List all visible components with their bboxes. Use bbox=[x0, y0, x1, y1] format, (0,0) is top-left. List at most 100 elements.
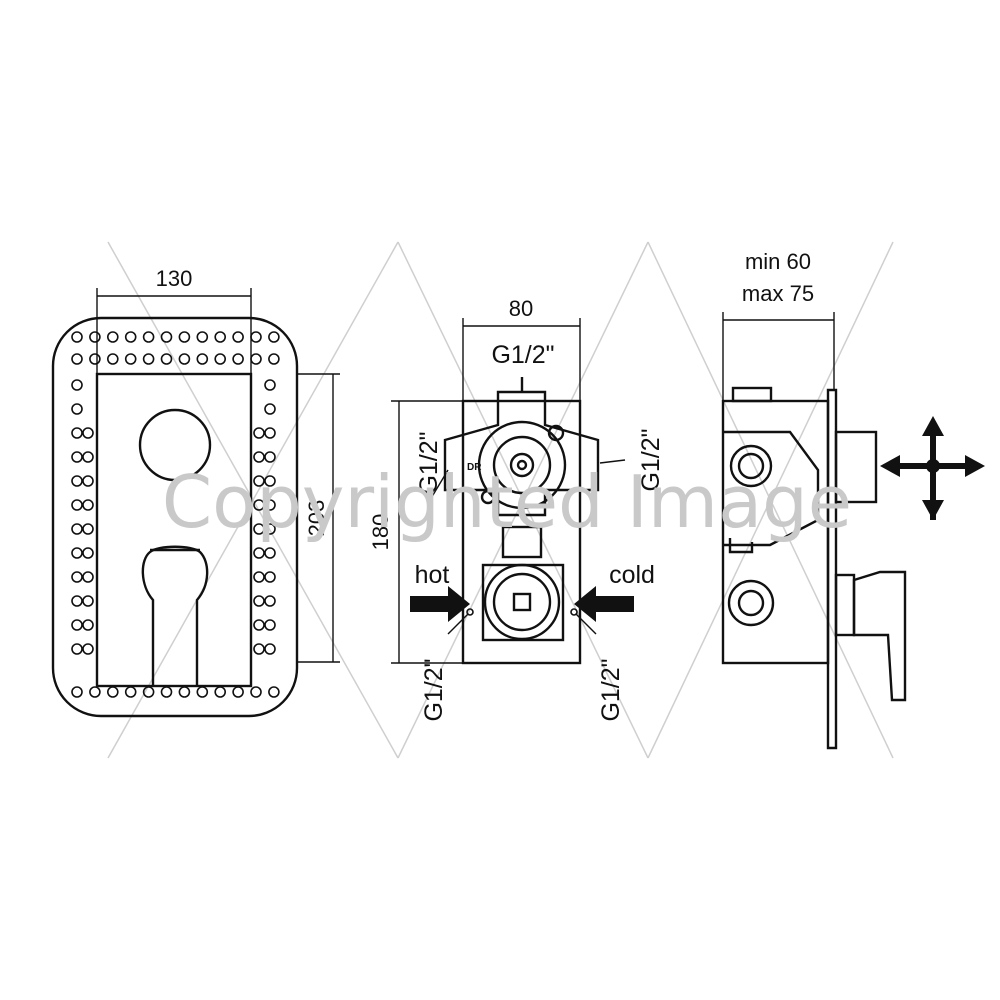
fixing-hole bbox=[71, 451, 83, 463]
side-upper-port-inner bbox=[737, 452, 765, 480]
fixing-hole bbox=[71, 523, 83, 535]
fixing-hole bbox=[107, 686, 119, 698]
fixing-hole bbox=[71, 353, 83, 365]
fixing-hole bbox=[264, 523, 276, 535]
fixing-hole bbox=[264, 547, 276, 559]
fixing-hole bbox=[264, 475, 276, 487]
fixing-hole bbox=[196, 686, 209, 698]
side-upper-port-outer bbox=[729, 444, 773, 488]
fixing-hole bbox=[160, 331, 173, 343]
fixing-hole bbox=[82, 547, 94, 559]
bottom-left-thread-label: G1/2" bbox=[420, 658, 448, 721]
fixing-hole bbox=[82, 571, 94, 583]
width-label: 130 bbox=[156, 266, 193, 291]
left-thread-label: G1/2" bbox=[415, 431, 443, 494]
upper-cartridge-mid bbox=[492, 435, 552, 495]
fixing-hole bbox=[268, 331, 280, 343]
fixing-hole bbox=[107, 353, 119, 365]
mounting-box bbox=[461, 399, 582, 665]
box-height-label: 180 bbox=[368, 514, 393, 551]
front-view: 130 203 bbox=[51, 266, 340, 718]
fixing-hole bbox=[178, 686, 191, 698]
box-height-dimension: 180 bbox=[368, 400, 463, 664]
fixing-hole bbox=[107, 331, 119, 343]
cold-label: cold bbox=[609, 561, 655, 589]
small-bolt-left bbox=[480, 489, 496, 505]
watermark-text: Copyrighted Image bbox=[162, 460, 852, 544]
fixing-hole bbox=[268, 353, 280, 365]
side-hook bbox=[728, 538, 754, 554]
fixing-hole bbox=[71, 686, 83, 698]
cold-inlet-arrow bbox=[574, 586, 634, 622]
fixing-hole bbox=[253, 451, 265, 463]
upper-cartridge-core bbox=[516, 459, 528, 471]
fixing-hole bbox=[196, 353, 209, 365]
side-lower-port-inner bbox=[737, 589, 765, 617]
small-bolt-top-right bbox=[547, 424, 565, 442]
fixing-hole bbox=[71, 643, 83, 655]
lever-collar bbox=[834, 573, 856, 637]
fixing-hole bbox=[124, 686, 137, 698]
fixing-hole bbox=[264, 427, 276, 439]
fixing-hole bbox=[232, 686, 244, 698]
fixing-hole bbox=[71, 499, 83, 511]
side-lever-handle bbox=[852, 570, 907, 702]
fixing-hole bbox=[71, 571, 83, 583]
fixing-hole bbox=[160, 686, 173, 698]
fixing-hole bbox=[160, 353, 173, 365]
box-view: DR 80 180 G1/2" G1/2" G1/2" hot c bbox=[368, 296, 665, 722]
fixing-hole bbox=[264, 571, 276, 583]
fixing-hole bbox=[264, 451, 276, 463]
fixing-hole bbox=[71, 547, 83, 559]
fixing-hole bbox=[250, 331, 262, 343]
fixing-hole bbox=[253, 427, 265, 439]
diverter-knob bbox=[138, 408, 212, 482]
fixing-hole bbox=[89, 353, 101, 365]
fixing-hole bbox=[250, 686, 262, 698]
fixing-hole bbox=[124, 353, 137, 365]
cover-plate bbox=[51, 316, 299, 718]
fixing-hole bbox=[71, 475, 83, 487]
width-dimension: 130 bbox=[96, 266, 252, 374]
watermark-cross-lines bbox=[107, 241, 894, 759]
height-dimension: 203 bbox=[297, 373, 340, 663]
fixing-hole bbox=[71, 379, 83, 391]
fixing-hole bbox=[253, 595, 265, 607]
fixing-hole bbox=[82, 451, 94, 463]
fixing-hole bbox=[264, 403, 276, 415]
top-thread-label: G1/2" bbox=[491, 341, 554, 369]
fixing-hole bbox=[264, 379, 276, 391]
fixing-hole bbox=[232, 331, 244, 343]
hot-label: hot bbox=[415, 561, 450, 589]
fixing-hole bbox=[214, 686, 226, 698]
fixing-hole bbox=[71, 403, 83, 415]
fixing-hole bbox=[142, 331, 155, 343]
fixing-hole bbox=[89, 331, 101, 343]
fixing-hole bbox=[214, 331, 226, 343]
bottom-right-thread-label: G1/2" bbox=[597, 658, 625, 721]
lower-cartridge-outer bbox=[483, 563, 561, 641]
lever-handle bbox=[141, 545, 209, 686]
fixing-hole bbox=[214, 353, 226, 365]
fixing-hole bbox=[124, 331, 137, 343]
fixing-hole bbox=[71, 595, 83, 607]
box-width-dimension: 80 bbox=[462, 296, 581, 401]
upper-spindle-housing bbox=[834, 430, 878, 504]
fixing-hole bbox=[253, 643, 265, 655]
fixing-hole bbox=[82, 643, 94, 655]
side-box-top-tab bbox=[731, 386, 773, 403]
fixing-hole bbox=[71, 619, 83, 631]
fixing-hole bbox=[250, 353, 262, 365]
movement-arrows-icon bbox=[880, 416, 985, 520]
inner-plate bbox=[95, 372, 253, 688]
fixing-hole bbox=[268, 686, 280, 698]
fixing-hole bbox=[232, 353, 244, 365]
fixing-hole bbox=[89, 686, 101, 698]
fixing-hole bbox=[82, 595, 94, 607]
upper-body-cross bbox=[443, 390, 600, 517]
fixing-hole bbox=[178, 331, 191, 343]
depth-dimension bbox=[722, 312, 835, 401]
side-lower-port-outer bbox=[727, 579, 775, 627]
fixing-hole bbox=[82, 475, 94, 487]
fixing-hole bbox=[264, 643, 276, 655]
